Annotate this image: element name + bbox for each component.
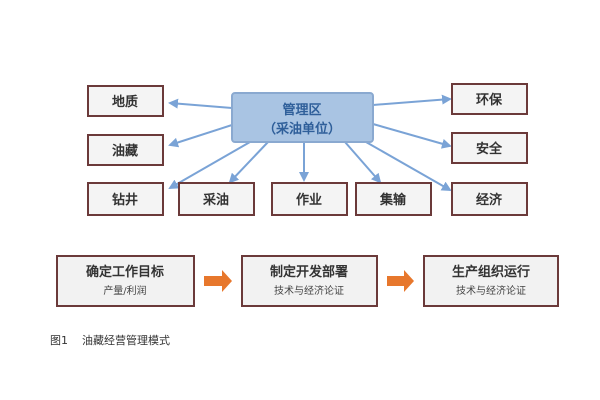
stage-determine-goals: 确定工作目标 产量/利润: [56, 255, 195, 307]
node-huanbao: 环保: [451, 83, 528, 115]
center-node-management-area: 管理区 （采油单位）: [231, 92, 374, 143]
node-label: 作业: [296, 192, 322, 208]
node-label: 环保: [476, 92, 503, 108]
stage-subtitle: 技术与经济论证: [274, 284, 344, 297]
node-anquan: 安全: [451, 132, 528, 164]
flow-arrow-icon: [204, 270, 232, 292]
stage-title: 生产组织运行: [452, 264, 530, 280]
flow-arrow-icon: [387, 270, 414, 292]
node-caiyou: 采油: [178, 182, 255, 216]
node-jishu: 集输: [355, 182, 432, 216]
arrow-to-jishu: [344, 141, 382, 184]
figure-title: 油藏经营管理模式: [82, 334, 170, 347]
node-youcang: 油藏: [87, 134, 164, 166]
stage-title: 确定工作目标: [86, 264, 164, 280]
node-label: 安全: [476, 141, 503, 157]
node-label: 油藏: [112, 143, 138, 159]
node-dizhi: 地质: [87, 85, 164, 117]
node-label: 地质: [112, 94, 138, 110]
arrow-to-caiyou: [228, 141, 269, 184]
stage-production-run: 生产组织运行 技术与经济论证: [423, 255, 559, 307]
arrow-to-youcang: [168, 124, 233, 148]
node-label: 集输: [379, 192, 407, 208]
node-jingji: 经济: [451, 182, 528, 216]
node-zuoye: 作业: [271, 182, 348, 216]
stage-title: 制定开发部署: [270, 264, 348, 280]
arrow-to-zuanjing: [168, 141, 251, 189]
center-subtitle: （采油单位）: [263, 121, 341, 137]
node-label: 采油: [202, 192, 229, 208]
stage-make-plan: 制定开发部署 技术与经济论证: [241, 255, 378, 307]
figure-number: 图1: [50, 334, 68, 347]
stage-subtitle: 产量/利润: [103, 284, 146, 297]
node-label: 经济: [476, 192, 503, 208]
node-zuanjing: 钻井: [87, 182, 164, 216]
center-title: 管理区: [282, 102, 321, 118]
arrow-to-huanbao: [372, 94, 452, 106]
arrow-to-anquan: [372, 123, 452, 149]
stage-subtitle: 技术与经济论证: [456, 284, 526, 297]
node-label: 钻井: [112, 192, 138, 208]
figure-caption: 图1 油藏经营管理模式: [50, 332, 184, 348]
arrow-to-jingji: [365, 141, 452, 191]
arrow-to-dizhi: [168, 98, 233, 109]
